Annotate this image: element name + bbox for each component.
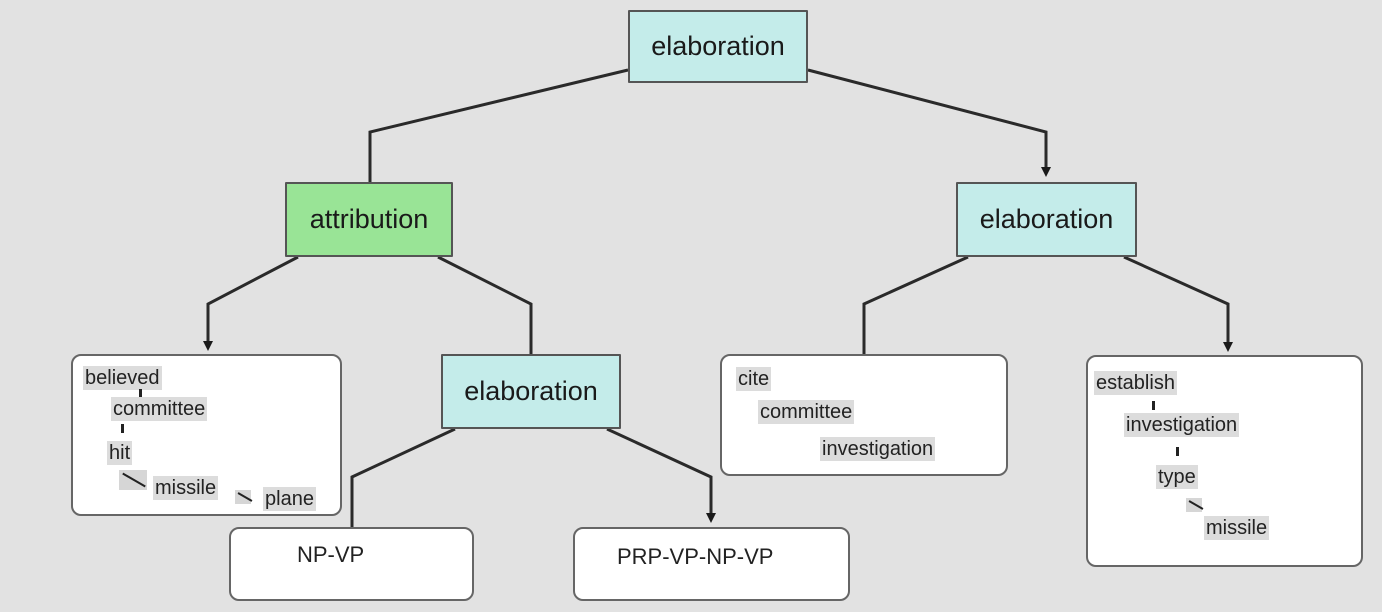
edge-right-establish [1123, 255, 1233, 352]
leaf-word: investigation [1124, 413, 1240, 437]
edge-root-right-elaboration [807, 68, 1051, 177]
node-mid-elaboration[interactable]: elaboration [441, 354, 621, 429]
leaf-word: committee [758, 400, 855, 424]
node-attribution-label: attribution [309, 204, 429, 234]
dependency-slash [235, 490, 251, 504]
node-right-elaboration-label: elaboration [979, 204, 1114, 234]
dependency-slash [119, 470, 147, 490]
node-root-elaboration[interactable]: elaboration [628, 10, 808, 83]
edge-mid-prp [606, 427, 716, 523]
leaf-word: hit [107, 441, 133, 465]
edge-mid-npvp [350, 427, 456, 527]
leaf-word: cite [736, 367, 772, 391]
leaf-word: believed [83, 366, 162, 390]
leaf-prp-vp-np-vp[interactable]: PRP-VP-NP-VP [573, 527, 850, 601]
edge-attribution-mid-elaboration [437, 255, 533, 354]
edge-attribution-believed [203, 255, 299, 351]
dependency-tick [121, 424, 124, 433]
node-root-label: elaboration [651, 31, 785, 61]
dependency-tick [139, 389, 142, 398]
dependency-tick [1176, 447, 1179, 456]
leaf-word: type [1156, 465, 1198, 489]
node-right-elaboration[interactable]: elaboration [956, 182, 1137, 257]
leaf-np-vp[interactable]: NP-VP [229, 527, 474, 601]
leaf-word: missile [1204, 516, 1270, 540]
leaf-establish[interactable]: establish investigation type missile [1086, 355, 1363, 567]
leaf-prp-label: PRP-VP-NP-VP [617, 544, 774, 569]
leaf-word: plane [263, 487, 316, 511]
leaf-word: establish [1094, 371, 1177, 395]
dependency-tick [1152, 401, 1155, 410]
leaf-word: committee [111, 397, 208, 421]
leaf-believed[interactable]: believed committee hit missile plane [71, 354, 342, 516]
edge-right-cite [862, 255, 969, 354]
leaf-word: missile [153, 476, 219, 500]
leaf-np-vp-label: NP-VP [297, 542, 365, 567]
leaf-cite[interactable]: cite committee investigation [720, 354, 1008, 476]
node-mid-elaboration-label: elaboration [464, 376, 598, 406]
dependency-slash [1186, 498, 1202, 512]
leaf-word: investigation [820, 437, 936, 461]
edge-root-attribution [368, 68, 629, 182]
node-attribution[interactable]: attribution [285, 182, 453, 257]
